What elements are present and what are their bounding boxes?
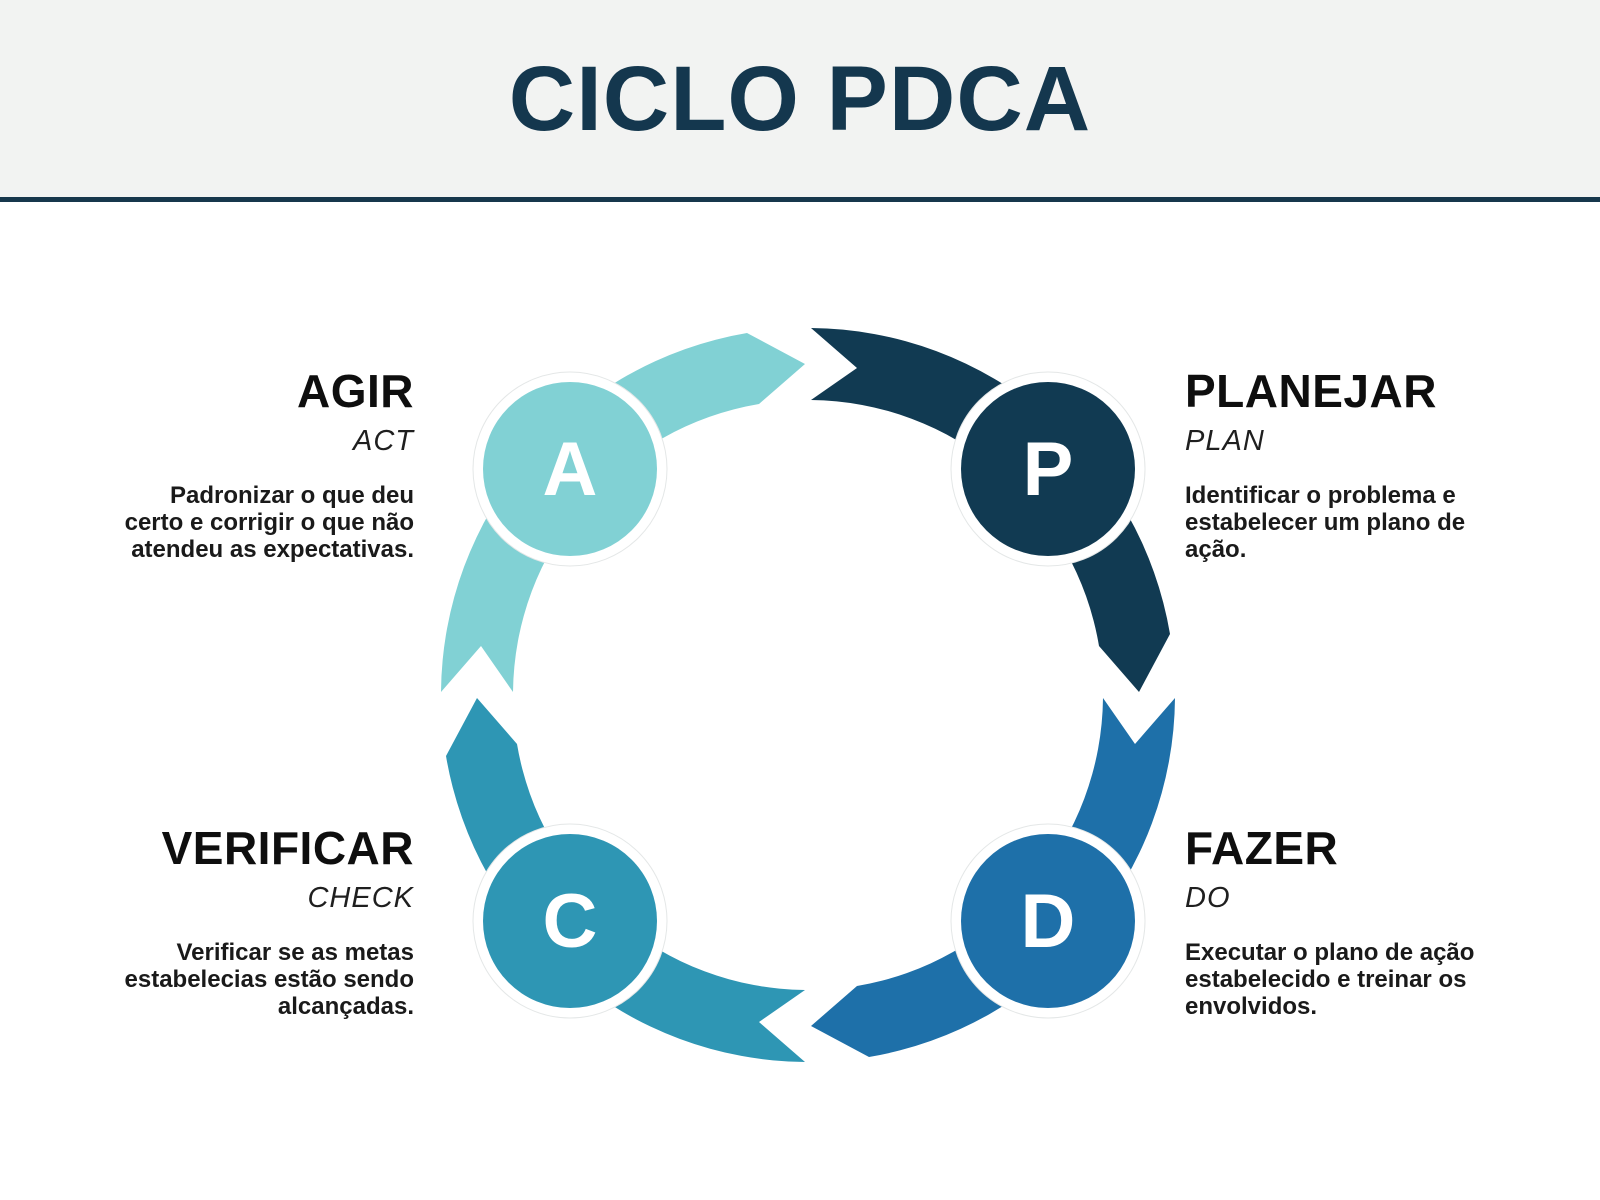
body-line: Executar o plano de ação <box>1185 939 1475 967</box>
text-block-fazer: FAZER DO Executar o plano de ação estabe… <box>1185 822 1565 1021</box>
body-line: alcançadas. <box>277 993 414 1021</box>
body-line: estabelecer um plano de <box>1185 509 1466 537</box>
block-body-agir: Padronizar o que deu certo e corrigir o … <box>42 482 414 563</box>
block-body-planejar: Identificar o problema e estabelecer um … <box>1185 482 1565 563</box>
header-band: CICLO PDCA <box>0 0 1600 202</box>
block-subtitle-agir: ACT <box>353 424 414 457</box>
node-act-letter: A <box>543 427 598 512</box>
node-check: C <box>472 823 668 1019</box>
node-do-letter: D <box>1021 879 1076 964</box>
node-plan-disc <box>961 382 1135 556</box>
text-block-agir: AGIR ACT Padronizar o que deu certo e co… <box>42 365 414 564</box>
node-check-letter: C <box>543 879 598 964</box>
block-title-fazer: FAZER <box>1185 822 1339 874</box>
text-block-planejar: PLANEJAR PLAN Identificar o problema e e… <box>1185 365 1565 564</box>
block-subtitle-fazer: DO <box>1185 881 1231 914</box>
body-line: estabelecido e treinar os <box>1185 966 1467 994</box>
body-line: ação. <box>1185 536 1247 564</box>
node-plan-letter: P <box>1023 427 1074 512</box>
body-line: Padronizar o que deu <box>169 482 414 510</box>
body-line: estabelecias estão sendo <box>124 966 414 994</box>
body-line: Identificar o problema e <box>1185 482 1456 510</box>
node-check-disc <box>483 834 657 1008</box>
body-line: Verificar se as metas <box>176 939 414 967</box>
node-plan: P <box>950 371 1146 567</box>
block-body-fazer: Executar o plano de ação estabelecido e … <box>1185 939 1565 1020</box>
body-line: atendeu as expectativas. <box>131 536 414 564</box>
node-act: A <box>472 371 668 567</box>
page-title: CICLO PDCA <box>508 47 1092 150</box>
body-line: envolvidos. <box>1185 993 1318 1021</box>
body-line: certo e corrigir o que não <box>124 509 414 537</box>
text-block-verificar: VERIFICAR CHECK Verificar se as metas es… <box>42 822 414 1021</box>
block-body-verificar: Verificar se as metas estabelecias estão… <box>42 939 414 1020</box>
block-title-verificar: VERIFICAR <box>161 822 414 874</box>
node-do-disc <box>961 834 1135 1008</box>
node-act-disc <box>483 382 657 556</box>
block-subtitle-planejar: PLAN <box>1185 424 1265 457</box>
block-title-agir: AGIR <box>297 365 414 417</box>
node-do: D <box>950 823 1146 1019</box>
block-subtitle-verificar: CHECK <box>307 881 414 914</box>
block-title-planejar: PLANEJAR <box>1185 365 1437 417</box>
